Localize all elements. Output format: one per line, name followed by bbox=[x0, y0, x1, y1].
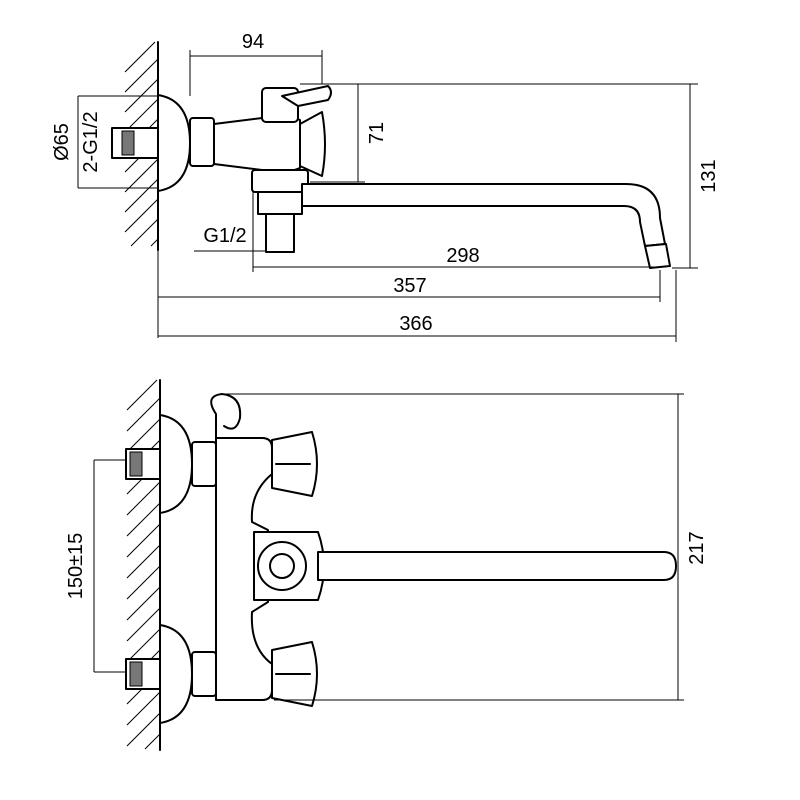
dim-217 bbox=[224, 393, 684, 701]
label-217: 217 bbox=[686, 531, 708, 564]
front-diverter-knob bbox=[269, 553, 295, 579]
front-upper-inlet bbox=[125, 414, 217, 514]
dim-357 bbox=[157, 250, 661, 338]
top-flange bbox=[157, 94, 191, 192]
top-flange-nut bbox=[189, 117, 215, 167]
front-shower-hook bbox=[210, 393, 242, 439]
label-357: 357 bbox=[393, 275, 426, 297]
dim-94 bbox=[189, 50, 323, 96]
top-outlet-pipe bbox=[265, 213, 295, 253]
label-diameter: Ø65 bbox=[51, 123, 73, 161]
top-view: 94 71 131 298 357 366 Ø65 2-G1/2 G1/2 bbox=[51, 31, 720, 342]
dim-150 bbox=[93, 459, 126, 673]
dim-298 bbox=[252, 190, 658, 272]
label-connection-pair: 2-G1/2 bbox=[80, 111, 102, 172]
label-94: 94 bbox=[242, 31, 264, 53]
front-spout bbox=[317, 551, 677, 581]
front-lower-inlet bbox=[125, 624, 217, 724]
label-150: 150±15 bbox=[65, 533, 87, 600]
front-wall bbox=[126, 379, 161, 751]
top-outlet-nut bbox=[257, 191, 303, 215]
dim-131 bbox=[330, 83, 698, 269]
top-aerator bbox=[644, 243, 671, 269]
label-g12: G1/2 bbox=[203, 225, 246, 247]
top-diverter bbox=[251, 169, 309, 193]
label-71: 71 bbox=[366, 122, 388, 144]
top-mixer-body bbox=[213, 114, 301, 174]
top-spout bbox=[301, 183, 666, 247]
top-wall-pipe bbox=[77, 95, 159, 189]
label-131: 131 bbox=[698, 159, 720, 192]
label-298: 298 bbox=[446, 245, 479, 267]
front-view: 217 150±15 bbox=[65, 379, 708, 751]
dim-366 bbox=[158, 270, 677, 342]
label-366: 366 bbox=[399, 313, 432, 335]
top-lever bbox=[281, 85, 332, 107]
top-handle bbox=[299, 111, 326, 177]
